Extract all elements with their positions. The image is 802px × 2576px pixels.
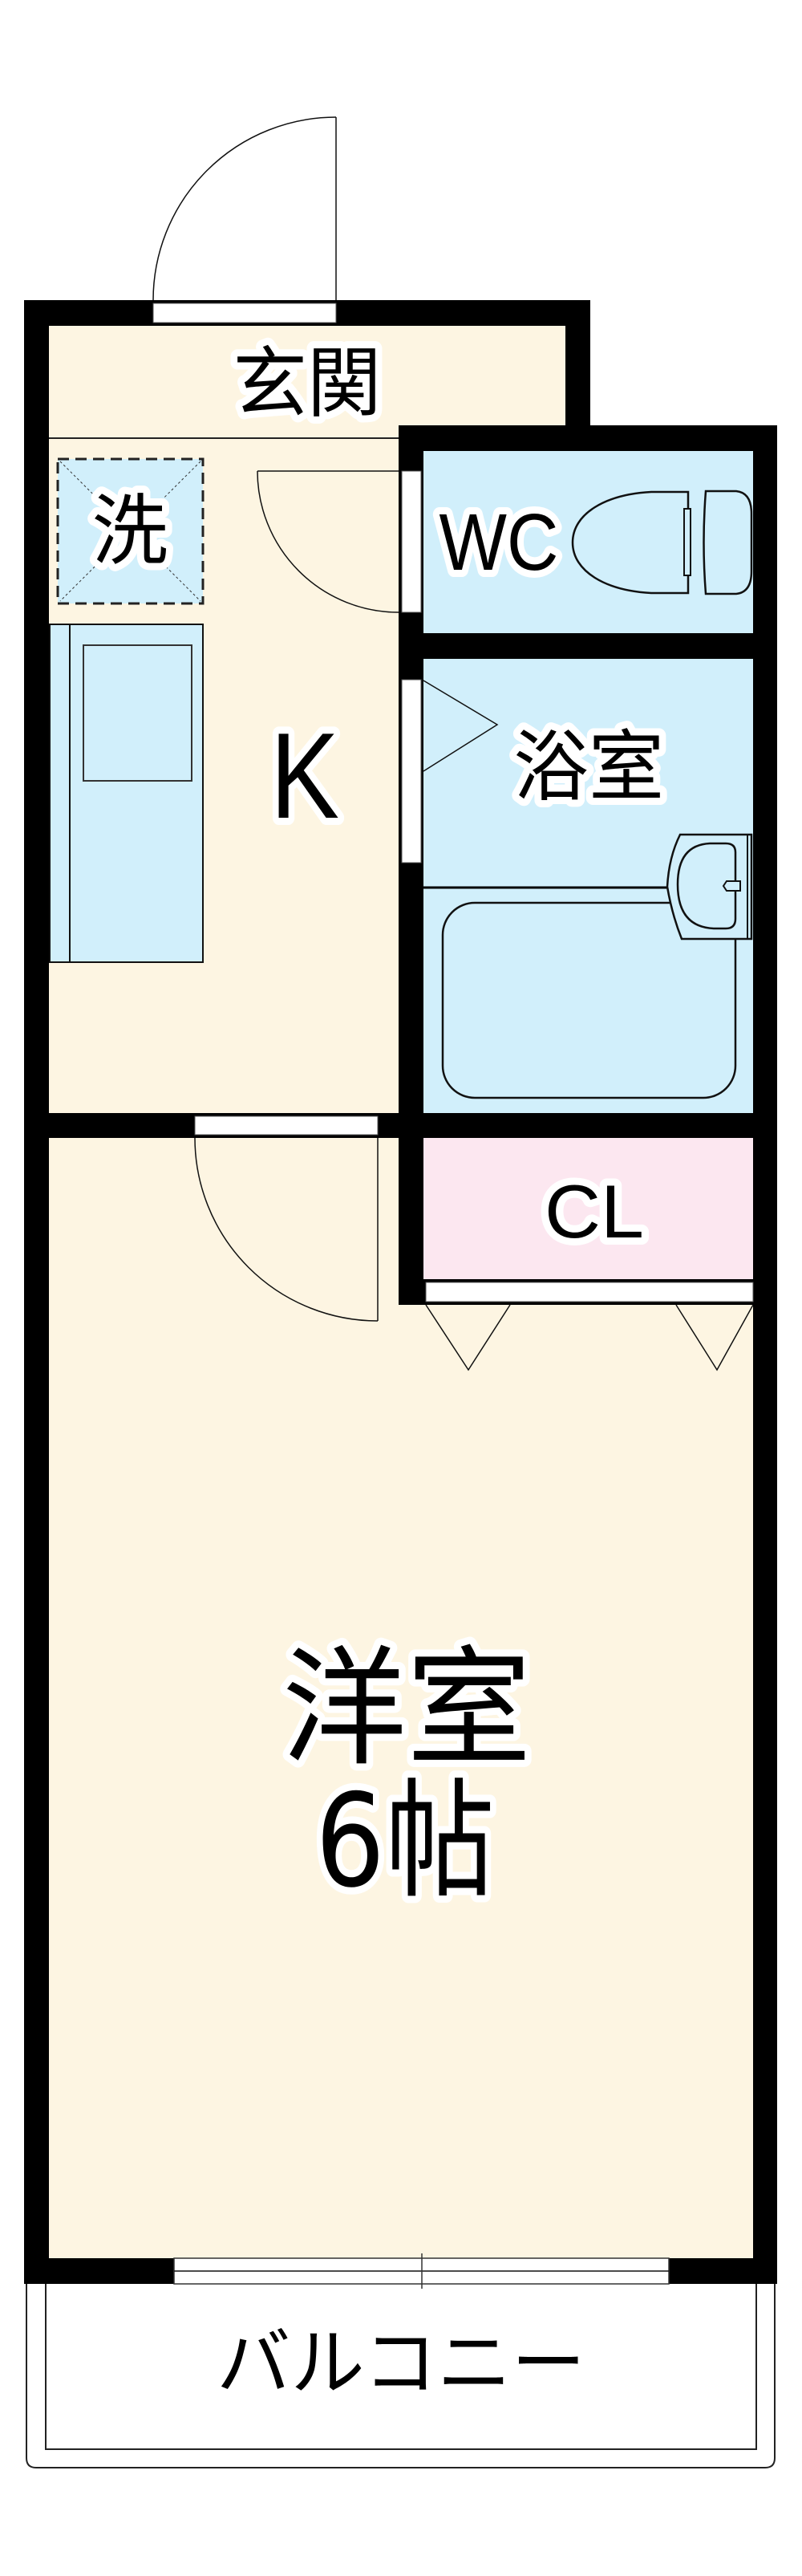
toilet-door-swing-icon: [257, 470, 399, 613]
bedroom-door-opening: [194, 1115, 379, 1136]
bedroom-door-swing-icon: [194, 1137, 379, 1322]
kitchen-label: K: [270, 708, 339, 844]
bedroom-name-label: 洋室: [282, 1634, 532, 1784]
closet-floor: [423, 1138, 753, 1279]
bath-folding-door-icon: [423, 680, 499, 772]
bath-door-opening: [401, 679, 422, 863]
closet-folding-door-right-icon: [675, 1304, 754, 1371]
toilet-label: WC: [439, 498, 559, 587]
closet-door-opening: [425, 1282, 754, 1302]
openings: [152, 303, 754, 2289]
entrance-door-swing-icon: [152, 116, 337, 301]
bath-label: 浴室: [513, 722, 664, 812]
wall-left-outer: [24, 300, 49, 2284]
entrance-door-opening: [152, 303, 337, 323]
balcony-label: バルコニー: [217, 2321, 585, 2407]
washer-label: 洗: [92, 486, 168, 576]
kitchen-sink: [83, 644, 192, 782]
balcony: [26, 2284, 776, 2468]
faucet-icon: [722, 880, 741, 892]
bathtub: [423, 886, 737, 1099]
entrance-label: 玄関: [233, 339, 382, 429]
washer-space: [56, 457, 205, 605]
wall-right-outer: [753, 425, 777, 2284]
bedroom-floor: [49, 1138, 753, 2258]
toilet-fixture: [571, 490, 753, 595]
wall-middle: [24, 1113, 777, 1138]
kitchen-counter: [49, 624, 204, 963]
closet-folding-door-left-icon: [425, 1304, 511, 1371]
room-labels: 玄関 洗 K WC 浴室 CL 洋室 6帖 バルコニー: [85, 331, 672, 2407]
wash-basin: [666, 833, 753, 941]
bedroom-size-label: 6帖: [315, 1766, 495, 1916]
wall-toilet-top: [399, 425, 777, 451]
toilet-door-opening: [401, 470, 422, 613]
door-swings: [152, 116, 754, 1371]
wall-toilet-bath-divider: [423, 633, 753, 659]
closet-label: CL: [545, 1169, 644, 1253]
balcony-window: [173, 2253, 670, 2289]
floors: [49, 326, 753, 2258]
entrance-floor: [49, 326, 565, 438]
